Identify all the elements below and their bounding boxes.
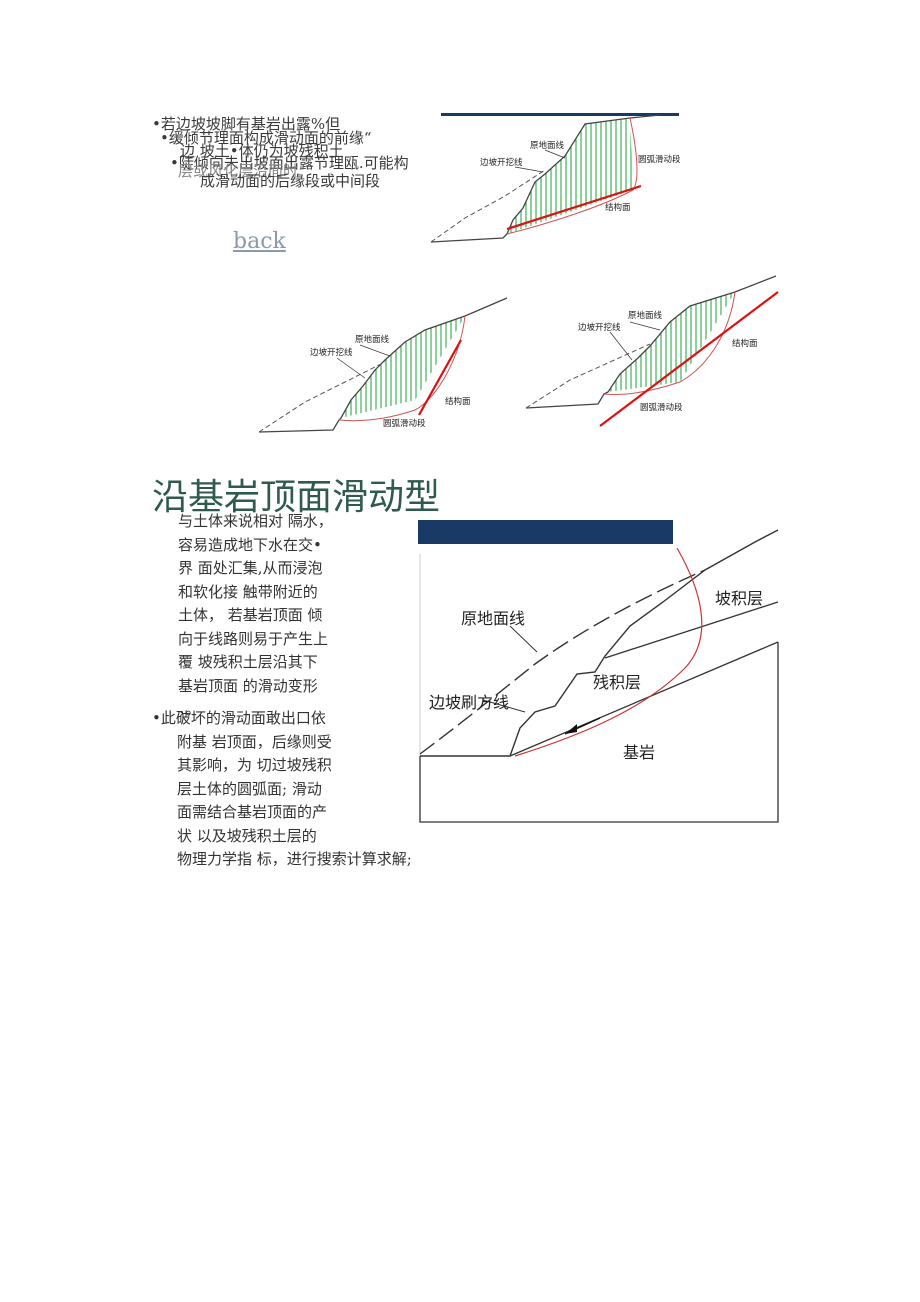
bullet-text-1: •若边坡坡脚有基岩出露%但 <box>152 115 341 133</box>
paragraph-line: 附基 岩顶面，后缘则受 <box>177 732 332 751</box>
label-original-ground: 原地面线 <box>461 609 525 628</box>
paragraph-line: 和软化接 触带附近的 <box>178 582 318 601</box>
paragraph-1: 与土体来说相对 隔水， 容易造成地下水在交• 界 面处汇集,从而浸泡和软化接 触带附… <box>178 510 333 722</box>
paragraph-line: 覆 坡残积土层沿其下 <box>178 653 318 671</box>
label-bedrock: 基岩 <box>623 743 655 762</box>
label-arc-slip-2: 圆弧滑动段 <box>383 418 426 429</box>
label-structural-plane-2: 结构面 <box>445 396 471 407</box>
paragraph-line: 容易造成地下水在交• <box>178 535 322 554</box>
label-slope-cut-line: 边坡刷方线 <box>429 693 509 712</box>
slope-diagram-3: 原地面线 边坡开挖线 结构面 圆弧滑动段 <box>525 275 779 427</box>
paragraph-line: 面需结合基岩顶面的产 <box>177 803 328 821</box>
paragraph-line: 界 面处汇集,从而浸泡 <box>178 559 323 577</box>
paragraph-line: 物理力学指 标，进行搜索计算求解; <box>177 850 412 868</box>
label-colluvium: 坡积层 <box>715 589 763 608</box>
bullet-text-5: 层或风化层沿面时 <box>178 162 299 180</box>
paragraph-line: ，。 <box>178 700 201 718</box>
label-slope-cut-2: 边坡开挖线 <box>310 347 353 358</box>
bedrock-slip-diagram: 坡积层 原地面线 残积层 边坡刷方线 基岩 <box>418 520 779 823</box>
label-residual: 残积层 <box>593 673 641 692</box>
label-slope-cut-1: 边坡开挖线 <box>480 157 523 168</box>
label-arc-slip-3: 圆弧滑动段 <box>640 402 683 413</box>
slope-diagram-1: 原地面线 边坡开挖线 圆弧滑动段 结构面 <box>430 113 681 243</box>
bullet-text-3: 边 坡土•体仍为坡残积土 <box>180 142 344 160</box>
section-title: 沿基岩顶面滑动型 <box>152 477 441 518</box>
paragraph-line: 状 以及坡残积土层的 <box>177 826 317 845</box>
slope-diagram-2: 原地面线 边坡开挖线 结构面 圆弧滑动段 <box>258 297 508 433</box>
paragraph-line: 基岩顶面 的滑动变形 <box>178 676 318 695</box>
label-structural-plane-3: 结构面 <box>732 338 758 349</box>
label-arc-slip-1: 圆弧滑动段 <box>638 154 681 165</box>
bullet-text-4: •陡倾向未出坡面出露节理瓯.可能构 <box>170 154 409 172</box>
paragraph-line: 其影响，为 切过坡残积 <box>177 756 332 774</box>
paragraph-line: 向于线路则易于产生上 <box>178 629 329 648</box>
paragraph-2: •此破坏的滑动面敢出口依附基 岩顶面，后缘则受其影响，为 切过坡残积层土体的圆弧… <box>152 707 412 872</box>
diagram-banner <box>418 520 673 544</box>
label-slope-cut-3: 边坡开挖线 <box>578 322 621 333</box>
paragraph-line: 土体， 若基岩顶面 倾 <box>178 606 323 624</box>
paragraph-line: 与土体来说相对 隔水， <box>178 512 333 530</box>
label-original-ground-1: 原地面线 <box>530 140 565 151</box>
back-link[interactable]: back <box>233 229 286 254</box>
bullet-text-6: 成滑动面的后缘段或中间段 <box>200 172 381 190</box>
paragraph-line: 层土体的圆弧面; 滑动 <box>177 779 322 798</box>
bullet-text-2: •缓倾节理面构成滑动面的前缘“ <box>160 129 372 147</box>
label-original-ground-3: 原地面线 <box>628 310 663 321</box>
label-original-ground-2: 原地面线 <box>355 334 390 345</box>
paragraph-line: •此破坏的滑动面敢出口依 <box>152 709 326 727</box>
label-structural-plane-1: 结构面 <box>605 202 631 213</box>
